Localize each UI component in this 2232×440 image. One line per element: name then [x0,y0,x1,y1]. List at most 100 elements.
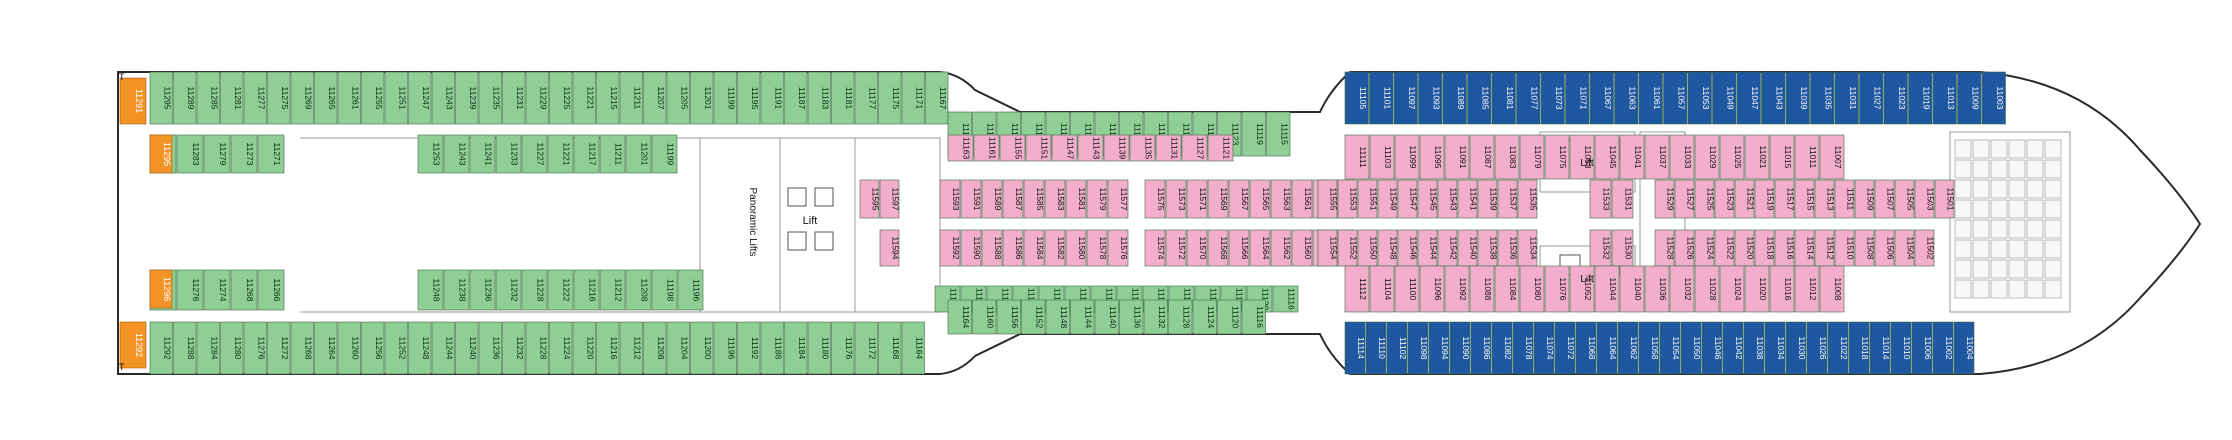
cabin[interactable]: 11255 [361,71,385,125]
cabin[interactable]: 11068 [1575,321,1597,375]
cabin[interactable]: 11508 [1854,229,1876,267]
cabin[interactable]: 11086 [1470,321,1492,375]
cabin[interactable]: 11047 [1736,71,1761,125]
cabin[interactable]: 11030 [1785,321,1807,375]
cabin[interactable]: 11244 [431,321,455,375]
cabin[interactable]: 11597 [879,179,901,219]
cabin[interactable]: 11560 [1291,229,1313,267]
cabin[interactable]: 11058 [1638,321,1660,375]
cabin[interactable]: 11081 [1491,71,1516,125]
cabin[interactable]: 11073 [1540,71,1565,125]
cabin[interactable]: 11077 [1516,71,1541,125]
cabin[interactable]: 11547 [1397,179,1419,219]
cabin[interactable]: 11191 [760,71,784,125]
cabin[interactable]: 11160 [972,299,997,335]
cabin[interactable]: 11080 [1519,265,1545,313]
cabin[interactable]: 11590 [960,229,982,267]
suite[interactable]: 11291 [119,77,147,125]
cabin[interactable]: 11176 [831,321,855,375]
cabin[interactable]: 11211 [599,134,626,174]
cabin[interactable]: 11539 [1477,179,1499,219]
cabin[interactable]: 11212 [599,269,626,311]
cabin[interactable]: 11216 [573,269,600,311]
cabin[interactable]: 11567 [1228,179,1250,219]
cabin[interactable]: 11021 [1744,134,1770,180]
cabin[interactable]: 11509 [1854,179,1876,219]
cabin[interactable]: 11034 [1764,321,1786,375]
cabin[interactable]: 11243 [431,71,455,125]
cabin[interactable]: 11247 [408,71,432,125]
cabin[interactable]: 11212 [619,321,643,375]
cabin[interactable]: 11260 [337,321,361,375]
cabin[interactable]: 11084 [1494,265,1520,313]
cabin[interactable]: 11593 [939,179,961,219]
cabin[interactable]: 11527 [1674,179,1696,219]
cabin[interactable]: 11201 [690,71,714,125]
cabin[interactable]: 11543 [1437,179,1459,219]
cabin[interactable]: 11120 [1246,285,1273,313]
cabin[interactable]: 11195 [737,71,761,125]
cabin[interactable]: 11530 [1611,229,1634,267]
cabin[interactable]: 11089 [1442,71,1467,125]
cabin[interactable]: 11164 [901,321,925,375]
cabin[interactable]: 11111 [1344,134,1370,180]
cabin[interactable]: 11196 [713,321,737,375]
cabin[interactable]: 11116 [1272,285,1299,313]
cabin[interactable]: 11542 [1437,229,1459,267]
cabin[interactable]: 11568 [1207,229,1229,267]
cabin[interactable]: 11243 [443,134,470,174]
cabin[interactable]: 11281 [220,71,244,125]
cabin[interactable]: 11082 [1491,321,1513,375]
cabin[interactable]: 11025 [1719,134,1745,180]
cabin[interactable]: 11283 [176,134,204,174]
cabin[interactable]: 11121 [1207,134,1234,162]
cabin[interactable]: 11088 [1469,265,1495,313]
cabin[interactable]: 11274 [203,269,231,311]
cabin[interactable]: 11240 [455,321,479,375]
cabin[interactable]: 11128 [1168,299,1193,335]
cabin[interactable]: 11516 [1774,229,1796,267]
cabin[interactable]: 11161 [973,134,1000,162]
cabin[interactable]: 11544 [1417,229,1439,267]
cabin[interactable]: 11200 [690,321,714,375]
cabin[interactable]: 11040 [1619,265,1645,313]
cabin[interactable]: 11540 [1457,229,1479,267]
cabin[interactable]: 11115 [1266,111,1291,157]
cabin[interactable]: 11555 [1317,179,1339,219]
cabin[interactable]: 11144 [1070,299,1095,335]
cabin[interactable]: 11538 [1477,229,1499,267]
cabin[interactable]: 11513 [1814,179,1836,219]
cabin[interactable]: 11251 [384,71,408,125]
cabin[interactable]: 11098 [1407,321,1429,375]
cabin[interactable]: 11595 [859,179,881,219]
cabin[interactable]: 11231 [502,71,526,125]
cabin[interactable]: 11510 [1834,229,1856,267]
cabin[interactable]: 11528 [1654,229,1676,267]
cabin[interactable]: 11577 [1107,179,1129,219]
cabin[interactable]: 11163 [947,134,974,162]
cabin[interactable]: 11029 [1694,134,1720,180]
cabin[interactable]: 11010 [1890,321,1912,375]
cabin[interactable]: 11505 [1894,179,1916,219]
cabin[interactable]: 11136 [1119,299,1144,335]
cabin[interactable]: 11248 [417,269,444,311]
cabin[interactable]: 11105 [1344,71,1369,125]
cabin[interactable]: 11273 [230,134,258,174]
cabin[interactable]: 11097 [1393,71,1418,125]
cabin[interactable]: 11026 [1806,321,1828,375]
cabin[interactable]: 11002 [1932,321,1954,375]
cabin[interactable]: 11232 [495,269,522,311]
cabin[interactable]: 11248 [408,321,432,375]
cabin[interactable]: 11102 [1386,321,1408,375]
cabin[interactable]: 11003 [1981,71,2006,125]
cabin[interactable]: 11053 [1687,71,1712,125]
cabin[interactable]: 11578 [1086,229,1108,267]
cabin[interactable]: 11277 [243,71,267,125]
cabin[interactable]: 11095 [1419,134,1445,180]
cabin[interactable]: 11225 [549,71,573,125]
cabin[interactable]: 11028 [1694,265,1720,313]
cabin[interactable]: 11112 [1344,265,1370,313]
cabin[interactable]: 11100 [1394,265,1420,313]
cabin[interactable]: 11580 [1065,229,1087,267]
cabin[interactable]: 11233 [495,134,522,174]
